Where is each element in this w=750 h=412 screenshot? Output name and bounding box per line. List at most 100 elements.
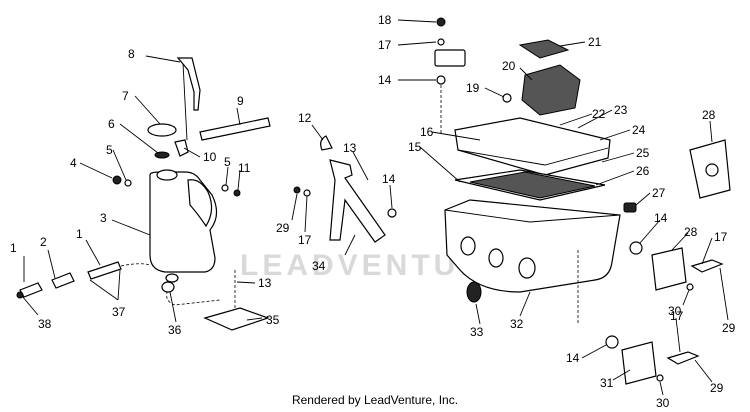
pre-filter <box>521 64 581 116</box>
callout-17a: 17 <box>298 233 312 247</box>
callout-26: 26 <box>636 164 650 178</box>
callout-38: 38 <box>38 317 52 331</box>
tank-filler-neck <box>156 169 178 181</box>
callout-5b: 5 <box>224 155 231 169</box>
grommet-14-low <box>605 335 619 349</box>
callout-21: 21 <box>588 35 602 49</box>
washer-17 <box>303 189 311 197</box>
callout-17d: 17 <box>670 309 684 323</box>
washer-5 <box>124 179 132 187</box>
fuel-hose <box>199 117 271 141</box>
callout-24: 24 <box>632 123 646 137</box>
cover-edge <box>457 147 609 166</box>
tank-outlet-route <box>166 281 221 306</box>
callout-4: 4 <box>70 156 77 170</box>
washer-5b <box>221 184 229 192</box>
callout-16: 16 <box>420 125 434 139</box>
fuel-gauge-head <box>176 57 201 111</box>
fuel-line-route <box>120 263 151 267</box>
fuel-gauge-rod <box>182 62 188 141</box>
callout-36: 36 <box>168 323 182 337</box>
washer-30 <box>686 283 694 291</box>
airbox-port-1 <box>460 236 476 256</box>
washer-17-top <box>437 38 445 46</box>
tank-outlet <box>165 273 179 283</box>
fuel-line-2 <box>87 261 122 280</box>
callout-29c: 29 <box>710 381 724 395</box>
callout-33: 33 <box>470 325 484 339</box>
callout-1b: 1 <box>76 227 83 241</box>
callout-10: 10 <box>203 150 217 164</box>
callout-19: 19 <box>466 81 480 95</box>
callout-27: 27 <box>652 186 666 200</box>
callout-labels: 8 7 6 4 5 9 10 5 11 3 1 2 1 37 38 36 13 … <box>10 13 736 410</box>
callout-14a: 14 <box>382 172 396 186</box>
knob-18 <box>436 17 446 27</box>
callout-3: 3 <box>100 211 107 225</box>
callout-14c: 14 <box>654 211 668 225</box>
callout-14d: 14 <box>566 351 580 365</box>
air-filter-foam <box>469 171 596 199</box>
callout-34: 34 <box>312 259 326 273</box>
fuel-filter <box>51 272 75 289</box>
callout-1a: 1 <box>10 241 17 255</box>
fuel-cap <box>147 123 177 137</box>
clamp-38 <box>16 291 24 299</box>
callout-13b: 13 <box>258 276 272 290</box>
cap-gasket <box>154 151 170 159</box>
callout-13a: 13 <box>343 141 357 155</box>
callout-30a: 30 <box>668 304 682 318</box>
callout-35: 35 <box>266 313 280 327</box>
callout-31: 31 <box>600 376 614 390</box>
callout-6: 6 <box>108 117 115 131</box>
screw-4 <box>112 175 122 185</box>
spring-clip <box>320 135 333 151</box>
callout-32: 32 <box>510 317 524 331</box>
callout-37: 37 <box>112 305 126 319</box>
mount-plate-28 <box>651 247 687 291</box>
fuel-fitting <box>161 281 175 293</box>
screw-29 <box>293 186 301 194</box>
callout-30b: 30 <box>656 396 670 410</box>
grommet-14 <box>387 208 397 218</box>
callout-28a: 28 <box>702 108 716 122</box>
callout-15: 15 <box>408 140 422 154</box>
callout-7: 7 <box>122 89 129 103</box>
washer-30-low <box>656 374 664 382</box>
callout-11: 11 <box>238 161 251 175</box>
callout-29a: 29 <box>276 221 290 235</box>
tank-bracket <box>203 307 270 331</box>
callout-8: 8 <box>128 47 135 61</box>
fuel-elbow <box>174 139 189 157</box>
side-plate-hole <box>705 163 719 177</box>
callout-17c: 17 <box>714 230 728 244</box>
callout-28b: 28 <box>684 225 698 239</box>
bolt-29-low <box>666 351 700 365</box>
callout-14b: 14 <box>378 73 392 87</box>
grommet-14-right <box>629 241 643 255</box>
callout-23: 23 <box>614 103 628 117</box>
callout-29b: 29 <box>722 321 736 335</box>
mounting-bracket <box>329 159 386 243</box>
drain-cap <box>466 281 482 303</box>
foam-element <box>518 39 570 59</box>
callout-5a: 5 <box>106 143 113 157</box>
airbox-port-2 <box>488 248 504 268</box>
callout-22: 22 <box>592 107 606 121</box>
nut-11 <box>233 189 241 197</box>
airbox-port-3 <box>518 257 536 279</box>
airbox-body <box>444 199 621 293</box>
footer-credit: Rendered by LeadVenture, Inc. <box>291 393 459 407</box>
callout-18: 18 <box>378 13 392 27</box>
callout-20: 20 <box>502 59 516 73</box>
callout-9: 9 <box>237 94 244 108</box>
mount-plate-31 <box>621 341 657 385</box>
leader-lines <box>21 19 729 396</box>
airbox-rim <box>444 209 621 223</box>
callout-25: 25 <box>636 146 650 160</box>
snorkel-cap <box>434 49 466 67</box>
fuel-tank-handle <box>187 179 213 228</box>
airbox-cover <box>454 117 611 176</box>
callout-2: 2 <box>40 235 47 249</box>
